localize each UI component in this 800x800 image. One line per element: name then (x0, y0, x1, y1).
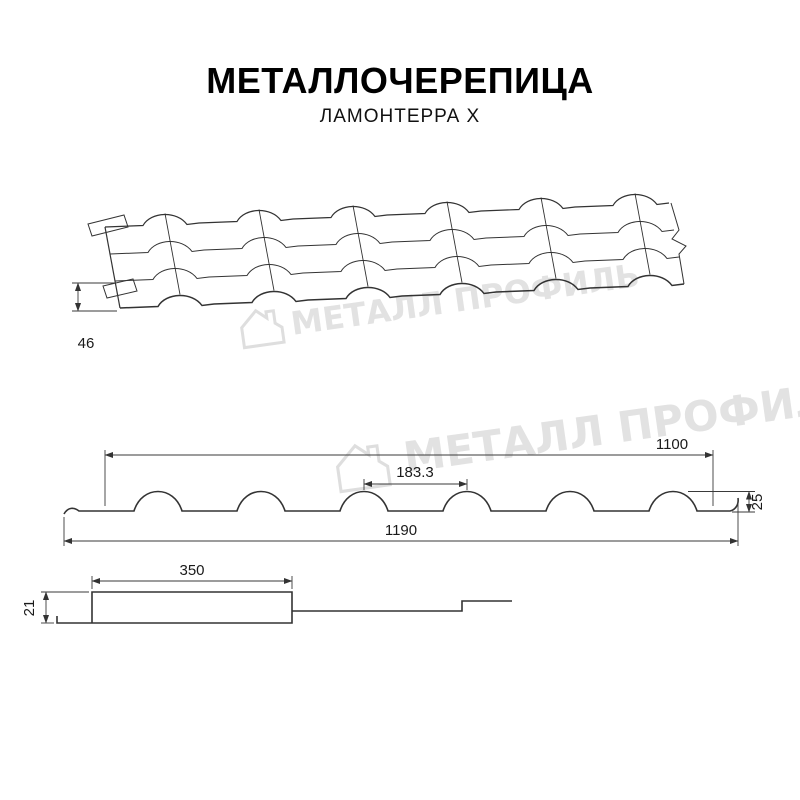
overlap-step-view: 350 21 (21, 562, 512, 624)
dim-label-1190: 1190 (385, 522, 417, 539)
dim-label-25: 25 (749, 494, 766, 511)
dimension-350 (91, 576, 293, 589)
profile-curve (63, 490, 739, 515)
perspective-view: 46 (72, 193, 687, 352)
lower-panel-edge (292, 600, 512, 612)
page-title: МЕТАЛЛОЧЕРЕПИЦА (206, 60, 594, 101)
dim-label-46: 46 (78, 335, 95, 352)
edge-fitting (87, 214, 138, 299)
dim-label-183: 183.3 (396, 464, 434, 481)
dim-label-350: 350 (179, 562, 204, 579)
dim-label-1100: 1100 (656, 436, 688, 453)
dim-label-21: 21 (21, 600, 38, 617)
dimension-25 (688, 491, 755, 513)
profile-section-view: 1100 183.3 25 1190 (63, 436, 766, 546)
page-subtitle: ЛАМОНТЕРРА Х (319, 106, 481, 127)
upper-panel-edge (56, 591, 293, 624)
metall-profil-logo-icon (238, 305, 286, 350)
watermark-text: МЕТАЛЛ ПРОФИЛЬ (288, 256, 641, 343)
watermark-text: МЕТАЛЛ ПРОФИЛЬ (400, 370, 800, 483)
wave-ridge-lines (164, 193, 651, 295)
dimension-183 (363, 479, 468, 490)
dimension-46 (72, 282, 117, 312)
dimension-1190 (63, 503, 739, 546)
dimension-21 (41, 591, 89, 624)
dimension-1100 (104, 450, 714, 506)
